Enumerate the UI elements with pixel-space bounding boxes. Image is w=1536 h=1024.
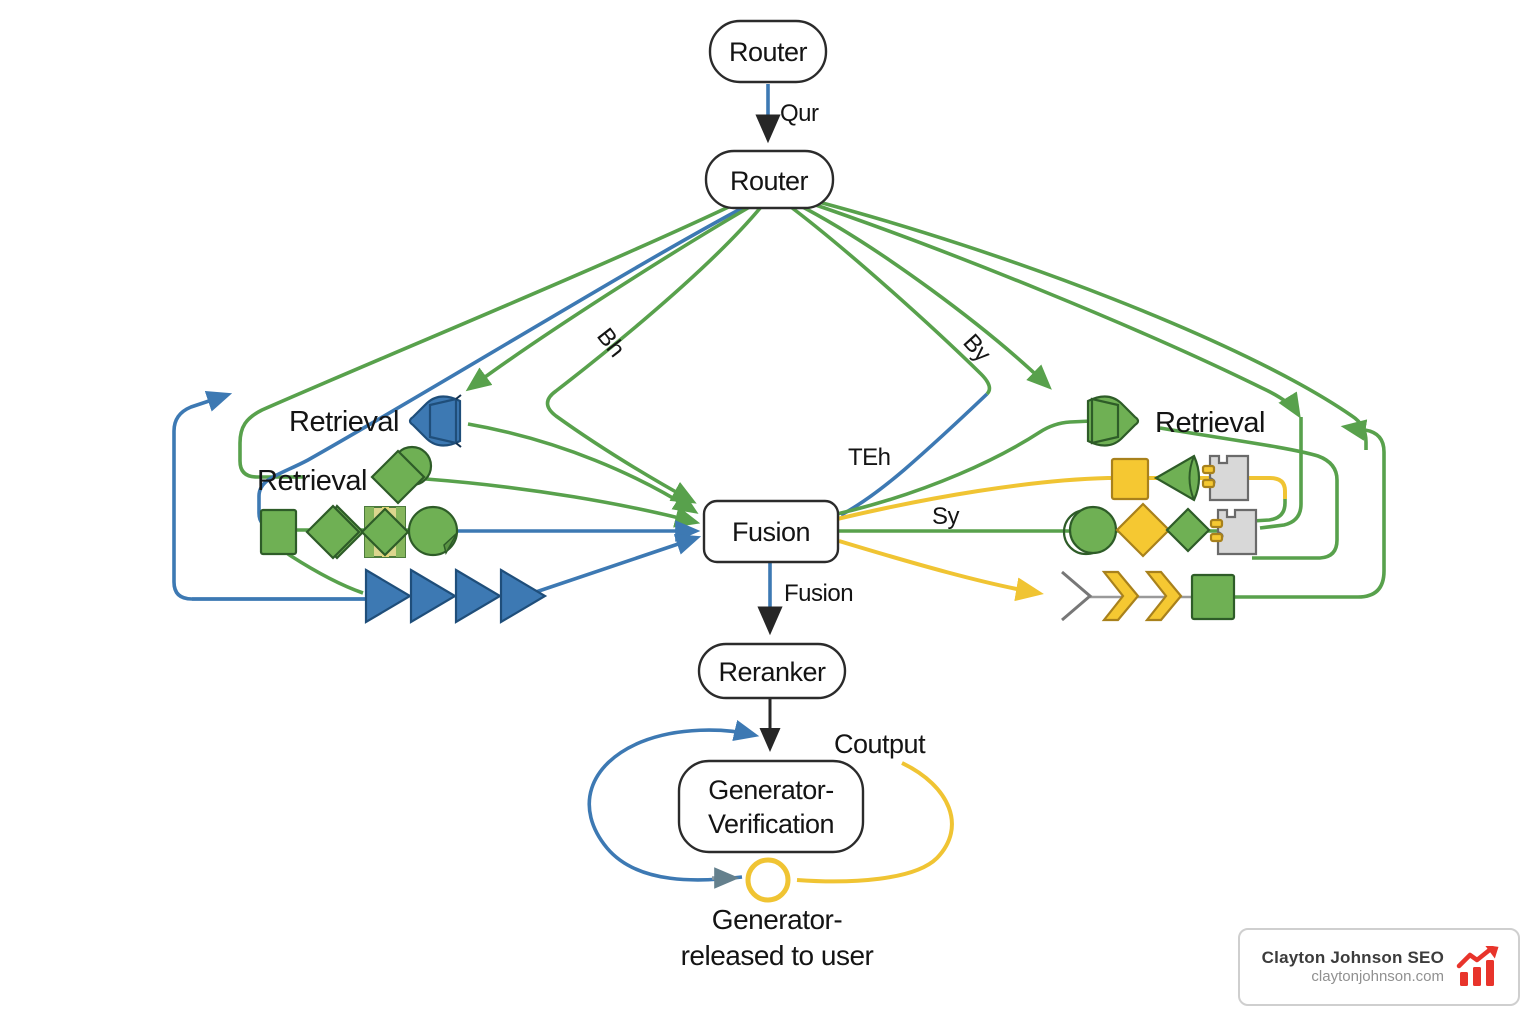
edge-generator-blue-loop <box>587 719 760 882</box>
growth-chart-icon <box>1456 946 1499 986</box>
edge-left-feedback-loop <box>172 391 366 601</box>
edge-router-to-left-retrieval1 <box>465 203 754 392</box>
right-row4-green-square-icon <box>1190 573 1236 621</box>
node-router-label: Router <box>730 166 809 196</box>
edge-right-square-feedback-loop <box>1234 419 1386 599</box>
right-row3-yellow-diamond-icon <box>1115 502 1171 558</box>
node-router <box>704 149 835 210</box>
label-retrieval-right: Retrieval <box>1155 407 1265 439</box>
watermark-text: Clayton Johnson SEO claytonjohnson.com <box>1262 947 1444 987</box>
edge-router-to-left-retrieval2 <box>238 201 738 479</box>
edge-router-to-right-retrieval <box>796 202 1052 390</box>
edge-label-qur: Qur <box>780 100 819 127</box>
node-reranker <box>697 642 847 700</box>
node-genver-label-line1: Generator- <box>708 775 834 805</box>
right-row2-cone-icon <box>1153 454 1201 502</box>
right-row3-circle-icon <box>1062 505 1118 556</box>
edge-label-bh: Bh <box>591 323 630 362</box>
left-row3-square-icon <box>259 508 298 556</box>
generator-release-circle <box>745 857 791 903</box>
right-row4-chevron-icons <box>1061 570 1236 622</box>
right-row2-gear-doc-icon <box>1201 454 1250 502</box>
node-reranker-label: Reranker <box>718 657 826 687</box>
right-row2-yellow-square-icon <box>1110 457 1150 501</box>
edge-left-triangles-to-fusion <box>523 534 702 598</box>
edge-bh-router-to-fusion <box>545 205 763 504</box>
left-row3-striped-diamond-icon <box>360 506 410 558</box>
caption-line2: released to user <box>681 940 874 971</box>
edge-right-row2-loop-green-tail <box>1251 499 1287 523</box>
left-retrieval-book-icon <box>408 394 462 448</box>
edge-label-teh: TEh <box>848 444 891 471</box>
edge-yellow-fusion-to-right-row2 <box>836 476 1287 521</box>
right-row3-green-diamond-icon <box>1165 507 1211 553</box>
node-generator-verification <box>677 759 865 854</box>
node-router-top-label: Router <box>729 37 808 67</box>
edge-yellow-fusion-to-right-row4 <box>838 539 1044 602</box>
edge-right-loop-inner-down <box>1259 417 1303 530</box>
left-diamond-icon <box>370 445 433 505</box>
watermark-domain: claytonjohnson.com <box>1311 968 1444 986</box>
node-fusion <box>702 499 840 564</box>
left-row3-circle-icon <box>407 505 459 557</box>
left-row3-double-diamond-icon <box>305 504 365 560</box>
edge-router-to-right-loop-inner <box>806 200 1301 419</box>
edge-coutput-yellow-loop <box>796 761 954 884</box>
node-genver-label-line2: Verification <box>708 809 834 839</box>
edge-right-book-loop <box>1159 426 1339 560</box>
edge-label-fusion: Fusion <box>784 580 853 607</box>
watermark-badge: Clayton Johnson SEO claytonjohnson.com <box>1238 928 1520 1006</box>
edge-by-green-segment <box>785 202 992 396</box>
right-retrieval-book-icon <box>1086 395 1140 447</box>
right-row3-gear-doc-icon <box>1209 508 1258 556</box>
left-row4-triangle-icons <box>364 568 548 624</box>
edge-label-sy: Sy <box>932 503 960 530</box>
edge-label-coutput: Coutput <box>834 729 926 759</box>
edge-left-diamond-to-fusion <box>425 477 701 528</box>
label-retrieval-left-top: Retrieval <box>289 406 399 438</box>
edge-left-book-to-fusion <box>467 422 699 514</box>
caption-line1: Generator- <box>712 904 843 935</box>
node-router-top <box>708 19 828 84</box>
label-retrieval-left-mid: Retrieval <box>257 465 367 497</box>
edge-teh-blue-to-fusion <box>840 392 989 517</box>
node-fusion-label: Fusion <box>732 517 810 547</box>
edge-fusion-to-right-book <box>836 419 1093 516</box>
watermark-title: Clayton Johnson SEO <box>1261 948 1444 967</box>
